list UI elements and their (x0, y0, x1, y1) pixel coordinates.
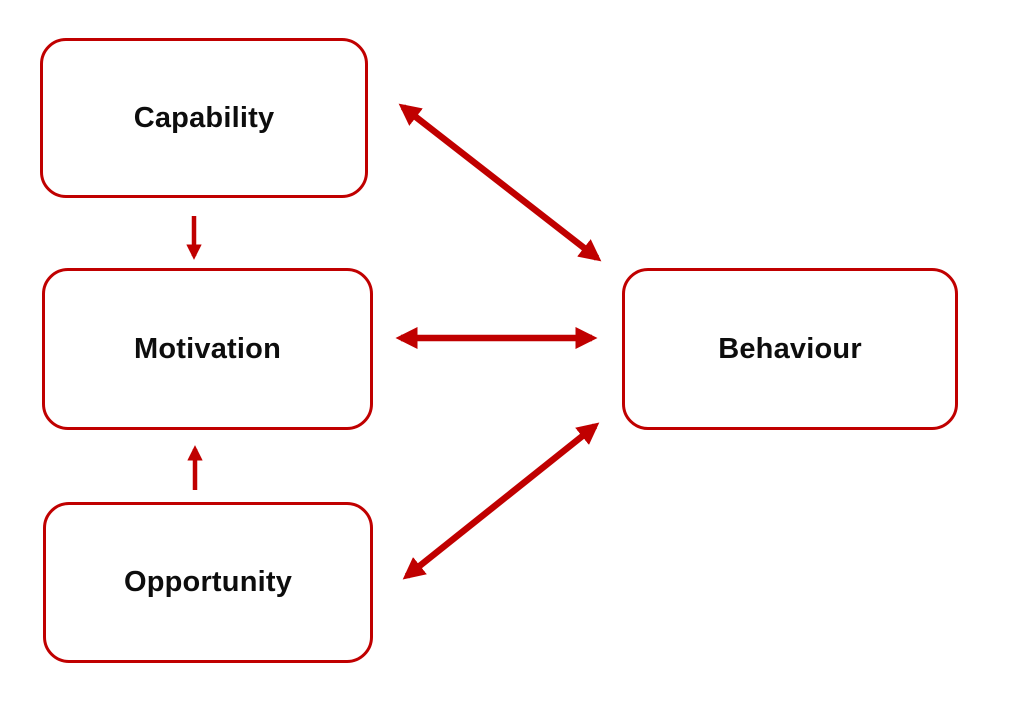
behaviour-box: Behaviour (622, 268, 958, 430)
opportunity-box: Opportunity (43, 502, 373, 663)
opportunity-label: Opportunity (123, 566, 293, 598)
motivation-label: Motivation (134, 332, 281, 365)
arrow-opportunity-behaviour (402, 422, 600, 580)
arrow-capability-behaviour (398, 103, 602, 262)
capability-label: Capability (133, 101, 275, 134)
behaviour-label: Behaviour (718, 332, 862, 365)
motivation-box: Motivation (42, 268, 373, 430)
capability-box: Capability (40, 38, 368, 198)
